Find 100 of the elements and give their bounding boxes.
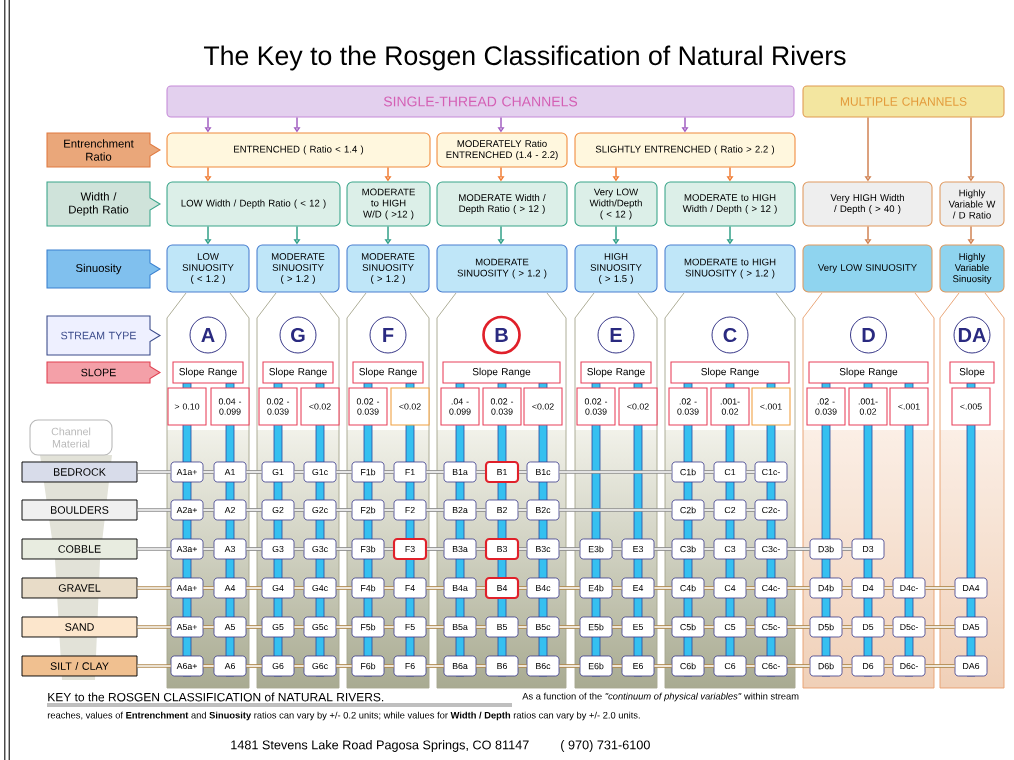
- row-line: [883, 625, 894, 629]
- stream-type-cell: C1b: [671, 461, 705, 483]
- stream-type-cell: E6: [621, 655, 655, 677]
- row-line: [786, 664, 811, 668]
- slope-range-box: Slope Range: [580, 361, 652, 384]
- row-line: [703, 586, 715, 590]
- material-label: SAND: [21, 616, 138, 638]
- row-line: [383, 625, 395, 629]
- stream-type-cell: C3c-: [754, 538, 788, 560]
- stream-type-cell: C2c-: [754, 499, 788, 521]
- stream-type-cell: A6a+: [170, 655, 204, 677]
- row-line: [653, 664, 673, 668]
- stream-type-cell: D5c-: [892, 616, 926, 638]
- key-heading: KEY to the ROSGEN CLASSIFICATION of NATURAL RIVERS.: [48, 692, 384, 702]
- slope-value-box: <0.02: [523, 387, 563, 426]
- stream-type-cell: G6c: [303, 655, 337, 677]
- row-line: [335, 586, 353, 590]
- stream-type-cell: C5c-: [754, 616, 788, 638]
- row-label: SLOPE: [46, 361, 162, 384]
- stream-type-cell: D4: [851, 577, 885, 599]
- stream-type-cell: F1b: [351, 461, 385, 483]
- row-line: [703, 664, 715, 668]
- row-line: [924, 586, 956, 590]
- row-line: [293, 547, 305, 551]
- row-line: [475, 508, 487, 512]
- channel-band: MULTIPLE CHANNELS: [802, 85, 1005, 118]
- row-label: STREAM TYPE: [46, 315, 162, 356]
- row-line: [841, 586, 853, 590]
- stream-type-cell: F5b: [351, 616, 385, 638]
- row-line: [703, 470, 715, 474]
- row-line: [883, 586, 894, 590]
- row-line: [136, 547, 172, 551]
- ratio-box: Very LOW Width/Depth ( < 12 ): [574, 181, 658, 227]
- stream-type-cell: D3b: [809, 538, 843, 560]
- stream-type-cell: E3: [621, 538, 655, 560]
- entrenchment-box: MODERATELY Ratio ENTRENCHED (1.4 - 2.2): [436, 132, 568, 168]
- row-line: [745, 625, 756, 629]
- row-line: [517, 508, 528, 512]
- stream-type-cell: B6a: [443, 655, 477, 677]
- stream-type-cell: F2b: [351, 499, 385, 521]
- slope-value-box: 0.02 - 0.039: [576, 387, 616, 426]
- stream-type-cell: D5b: [809, 616, 843, 638]
- stream-type-cell: D6: [851, 655, 885, 677]
- row-line: [425, 470, 445, 474]
- ratio-box: MODERATE to HIGH Width / Depth ( > 12 ): [664, 181, 796, 227]
- row-line: [383, 664, 395, 668]
- slope-value-box: 0.02 - 0.039: [348, 387, 388, 426]
- row-line: [293, 664, 305, 668]
- note-text: reaches, values of Entrenchment and Sinuosity ratios can vary by +/- 0.2 units; while values for Width / Depth ratios can vary by +/- 2.0 units.: [47, 711, 640, 721]
- row-line: [841, 664, 853, 668]
- stream-type-cell: C3: [713, 538, 747, 560]
- sinuosity-box: Very LOW SINUOSITY: [802, 244, 933, 293]
- row-line: [383, 508, 395, 512]
- row-line: [703, 547, 715, 551]
- title: The Key to the Rosgen Classification of Natural Rivers: [204, 45, 846, 71]
- stream-type-cell: E3b: [579, 538, 613, 560]
- slope-value-box: > 0.10: [167, 387, 207, 426]
- row-line: [202, 508, 215, 512]
- stream-type-cell: G1c: [303, 461, 337, 483]
- stream-type-cell: C5b: [671, 616, 705, 638]
- row-line: [611, 547, 623, 551]
- row-line: [475, 664, 487, 668]
- row-line: [786, 547, 811, 551]
- stream-type-cell: G6: [261, 655, 295, 677]
- stream-type-cell: C1c-: [754, 461, 788, 483]
- row-line: [245, 625, 263, 629]
- row-line: [335, 625, 353, 629]
- stream-type-cell: A4: [213, 577, 247, 599]
- ratio-box: Highly Variable W / D Ratio: [939, 181, 1005, 227]
- stream-type-cell: F1: [393, 461, 427, 483]
- stream-type-cell: C2b: [671, 499, 705, 521]
- slope-range-box: Slope Range: [670, 361, 790, 384]
- row-line: [518, 586, 528, 590]
- row-line: [293, 625, 305, 629]
- stream-type-cell: B2a: [443, 499, 477, 521]
- ratio-box: LOW Width / Depth Ratio ( < 12 ): [166, 181, 341, 227]
- row-label: Width / Depth Ratio: [46, 181, 162, 227]
- row-line: [518, 547, 528, 551]
- stream-type-cell: DA4: [954, 577, 988, 599]
- stream-type-cell: F2: [393, 499, 427, 521]
- stream-type-cell: A1a+: [170, 461, 204, 483]
- row-line: [841, 625, 853, 629]
- slope-value-box: <.001: [751, 387, 791, 426]
- slope-value-box: 0.04 - 0.099: [210, 387, 250, 426]
- slope-value-box: <.005: [951, 387, 991, 426]
- row-line: [558, 586, 581, 590]
- row-line: [202, 625, 215, 629]
- note-text: As a function of the "continuum of physical variables" within stream: [522, 692, 799, 702]
- stream-type-cell: DA6: [954, 655, 988, 677]
- stream-type-cell: G4c: [303, 577, 337, 599]
- row-line: [786, 586, 811, 590]
- slope-value-box: .001- 0.02: [848, 387, 888, 426]
- slope-range-box: Slope: [949, 361, 995, 384]
- row-line: [202, 586, 215, 590]
- ratio-box: MODERATE Width / Depth Ratio ( > 12 ): [436, 181, 568, 227]
- stream-type-cell: E4b: [579, 577, 613, 599]
- stream-type-cell: F4b: [351, 577, 385, 599]
- row-line: [245, 470, 263, 474]
- stream-type-cell: B4a: [443, 577, 477, 599]
- stream-type-cell: B6c: [526, 655, 560, 677]
